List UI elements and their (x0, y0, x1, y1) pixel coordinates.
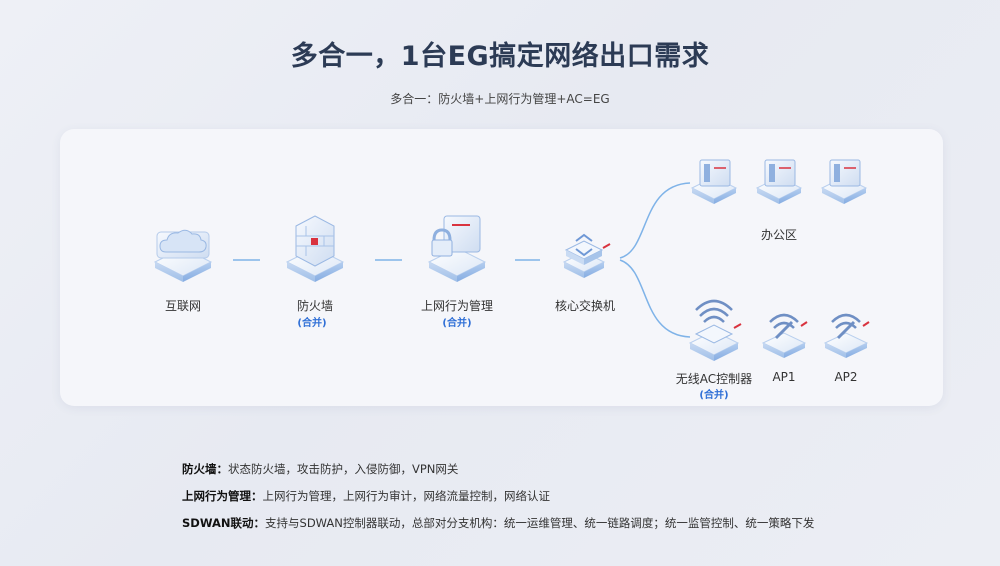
description-firewall: 防火墙：状态防火墙，攻击防护，入侵防御，VPN网关 (182, 461, 458, 477)
node-label-ap1: AP1 (772, 370, 796, 384)
page-subtitle: 多合一：防火墙+上网行为管理+AC=EG (390, 92, 610, 106)
office-terminal-icon-3 (820, 159, 868, 204)
node-label-firewall: 防火墙 (296, 299, 334, 313)
description-term: SDWAN联动： (182, 516, 266, 530)
firewall-icon (285, 215, 345, 282)
merged-tag-ac: (合并) (699, 390, 729, 401)
node-label-internet: 互联网 (164, 299, 202, 313)
node-label-ap2: AP2 (834, 370, 858, 384)
node-label-ac: 无线AC控制器 (675, 372, 753, 386)
description-behavior: 上网行为管理：上网行为管理，上网行为审计，网络流量控制，网络认证 (182, 488, 550, 504)
wireless-ac-icon (688, 299, 742, 361)
description-text: 状态防火墙，攻击防护，入侵防御，VPN网关 (228, 462, 459, 476)
ap1-icon (761, 313, 808, 358)
office-terminal-icon-1 (690, 159, 738, 204)
link-switch-office (619, 182, 691, 259)
description-text: 上网行为管理，上网行为审计，网络流量控制，网络认证 (262, 489, 551, 503)
merged-tag-firewall: (合并) (297, 318, 327, 329)
description-term: 上网行为管理： (182, 489, 263, 503)
node-label-office: 办公区 (760, 228, 798, 242)
description-sdwan: SDWAN联动：支持与SDWAN控制器联动，总部对分支机构：统一运维管理、统一链… (182, 515, 814, 531)
behavior-management-icon (427, 215, 487, 282)
node-label-behavior: 上网行为管理 (420, 299, 494, 313)
ap2-icon (823, 313, 870, 358)
merged-tag-behavior: (合并) (442, 318, 472, 329)
page-title: 多合一，1台EG搞定网络出口需求 (290, 41, 710, 72)
cloud-icon (153, 229, 213, 282)
core-switch-icon (562, 233, 611, 278)
node-label-core-switch: 核心交换机 (554, 299, 616, 313)
link-switch-wireless (619, 259, 691, 338)
description-text: 支持与SDWAN控制器联动，总部对分支机构：统一运维管理、统一链路调度；统一监管… (265, 516, 815, 530)
office-terminal-icon-2 (755, 159, 803, 204)
description-term: 防火墙： (182, 462, 228, 476)
